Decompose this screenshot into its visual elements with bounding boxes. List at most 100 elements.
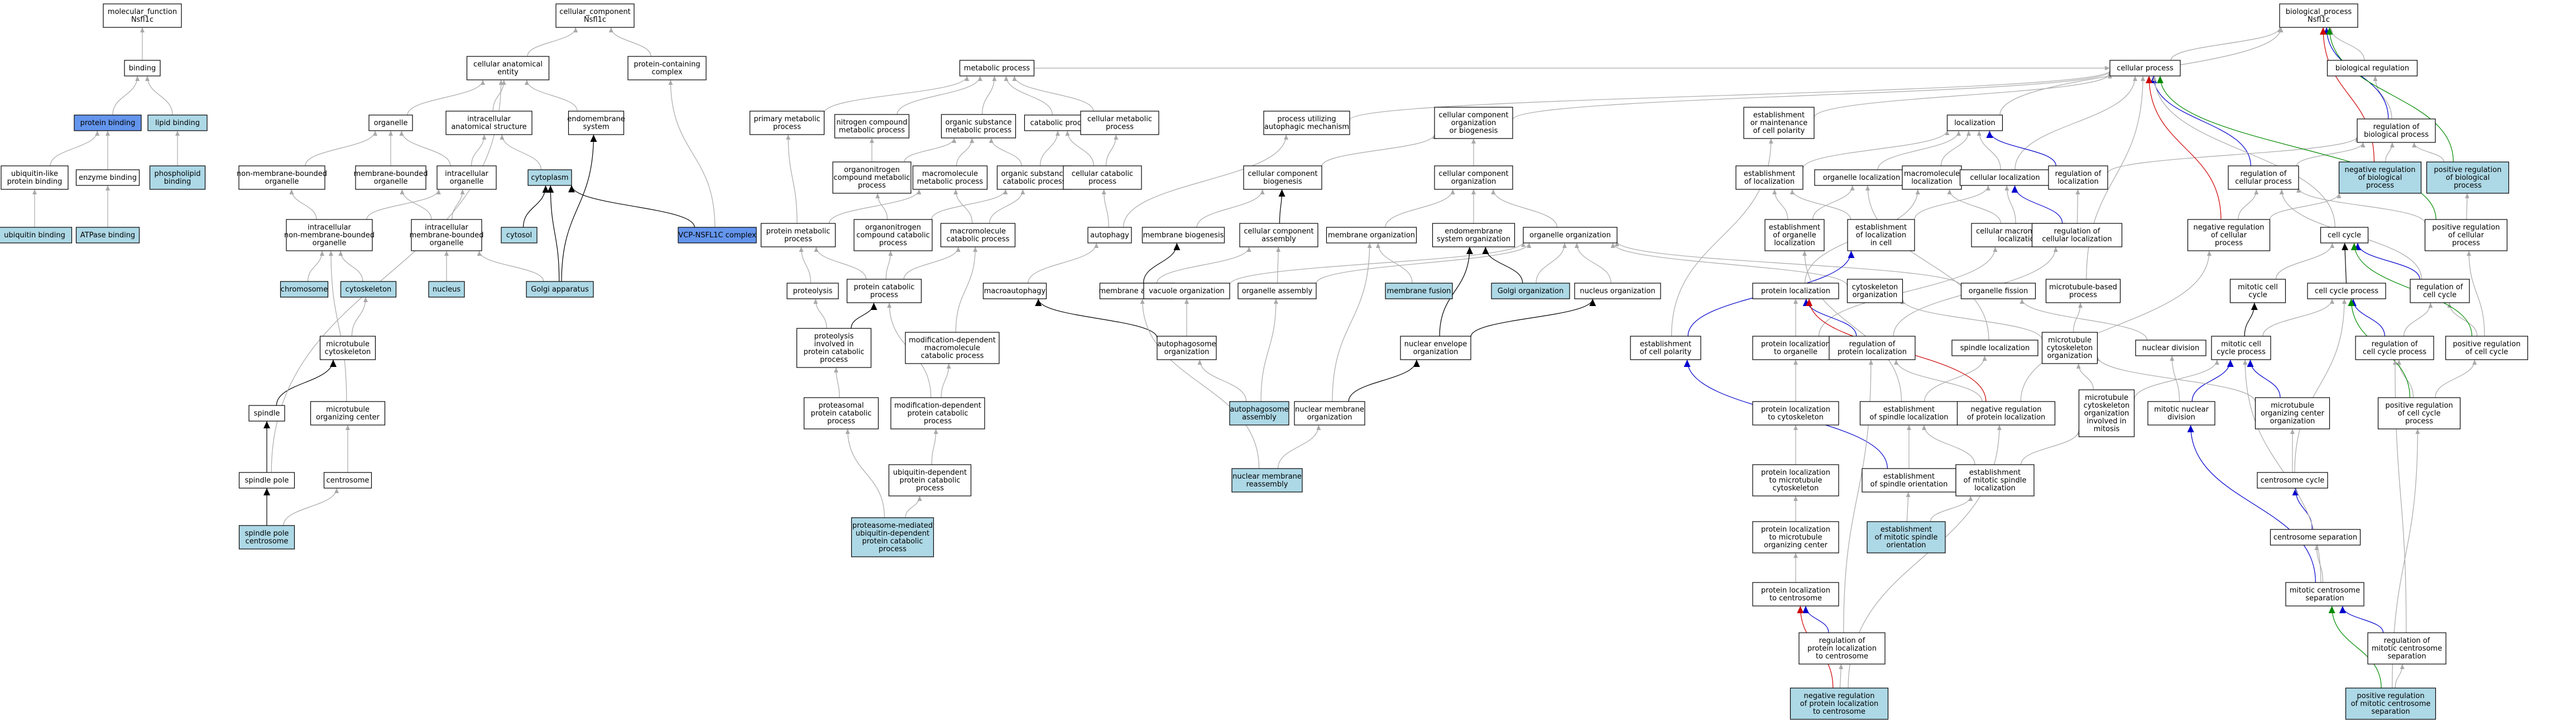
go-term-node-organelle-fission[interactable]: organelle fission	[1960, 283, 2036, 299]
go-term-node-autophagy[interactable]: autophagy	[1087, 227, 1132, 243]
go-term-node-chromosome[interactable]: chromosome	[280, 281, 329, 298]
go-term-node-cell-cycle[interactable]: cell cycle	[2320, 227, 2369, 243]
go-term-node-cytosol[interactable]: cytosol	[501, 227, 538, 243]
go-term-node-macroautophagy[interactable]: macroautophagy	[982, 283, 1047, 299]
go-term-node-spindle[interactable]: spindle	[248, 405, 285, 422]
go-term-node-membrane-org[interactable]: membrane organization	[1326, 227, 1417, 243]
go-term-node-organelle-loc[interactable]: organelle localization	[1814, 169, 1909, 186]
go-term-node-lipid-binding[interactable]: lipid binding	[147, 114, 208, 131]
go-term-node-spindle-loc[interactable]: spindle localization	[1951, 340, 2038, 356]
go-term-node-organelle-org[interactable]: organelle organization	[1523, 227, 1618, 243]
go-term-node-ccprocess[interactable]: cell cycle process	[2307, 283, 2386, 299]
go-term-node-vacuole-org[interactable]: vacuole organization	[1143, 283, 1230, 299]
go-term-node-spindle-pole[interactable]: spindle pole	[238, 472, 295, 489]
go-term-node-cytoskeleton[interactable]: cytoskeleton	[340, 281, 397, 298]
go-term-node-golgi-org[interactable]: Golgi organization	[1491, 283, 1570, 299]
go-term-node-atpase-binding[interactable]: ATPase binding	[75, 227, 140, 243]
go-term-node-localization[interactable]: localization	[1946, 114, 2003, 131]
go-term-node-inmbo[interactable]: intracellularnon-membrane-boundedorganel…	[284, 219, 375, 251]
go-term-node-cellular-loc[interactable]: cellular localization	[1959, 169, 2051, 186]
go-term-node-proteolysis[interactable]: proteolysis	[786, 283, 839, 299]
go-term-node-mcoim[interactable]: microtubulecytoskeletonorganizationinvol…	[2078, 389, 2135, 437]
go-term-node-centrosome-cycle[interactable]: centrosome cycle	[2257, 472, 2328, 489]
go-term-node-binding[interactable]: binding	[124, 60, 161, 77]
go-term-node-centrosome[interactable]: centrosome	[323, 472, 372, 489]
go-term-node-vcp[interactable]: VCP-NSFL1C complex	[678, 227, 757, 243]
go-term-node-enzyme-binding[interactable]: enzyme binding	[75, 169, 140, 186]
go-term-node-golgi-apparatus[interactable]: Golgi apparatus	[526, 281, 594, 298]
go-term-node-ubiquitin-binding[interactable]: ubiquitin binding	[0, 227, 73, 243]
go-term-node-centrosome-sep[interactable]: centrosome separation	[2270, 529, 2361, 546]
go-term-node-cytoplasm[interactable]: cytoplasm	[527, 169, 572, 186]
go-term-node-cellular-process[interactable]: cellular process	[2109, 60, 2181, 77]
go-term-node-nuclear-division[interactable]: nuclear division	[2135, 340, 2206, 356]
go-term-node-membrane-fusion[interactable]: membrane fusion	[1385, 283, 1453, 299]
go-term-node-biological-regulation[interactable]: biological regulation	[2326, 60, 2418, 77]
go-term-node-organelle[interactable]: organelle	[368, 114, 413, 131]
